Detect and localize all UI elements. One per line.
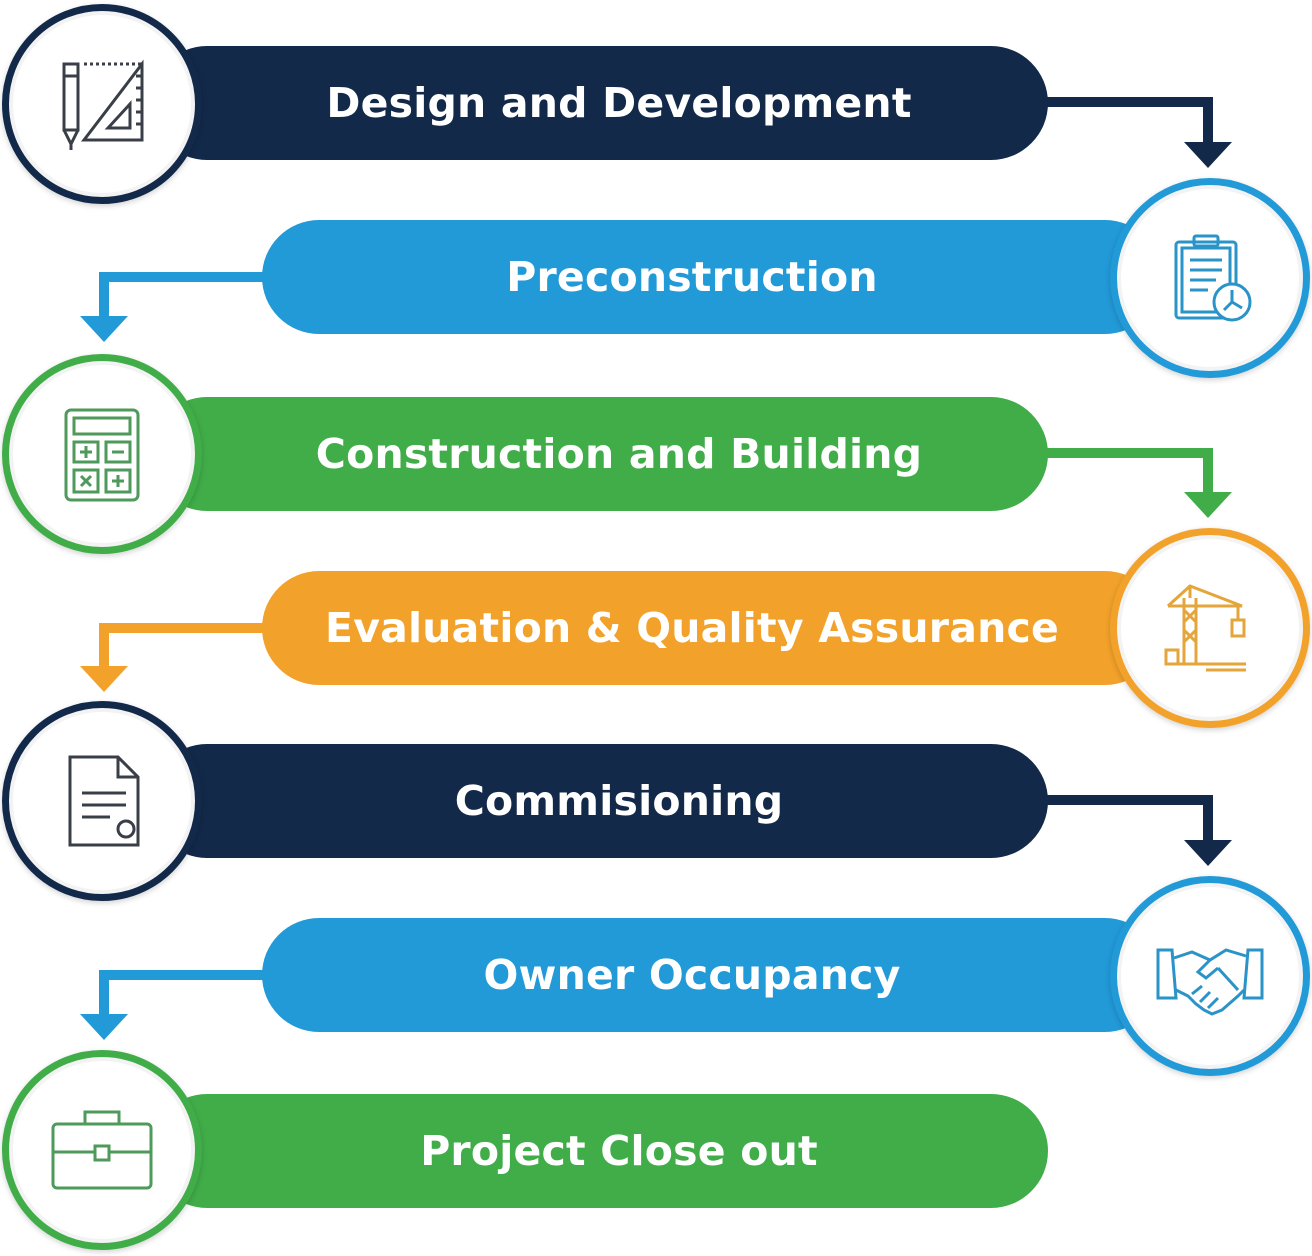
step-bar-commisioning: Commisioning bbox=[150, 744, 1048, 858]
step-circle-design-and-development bbox=[2, 4, 202, 204]
step-circle-preconstruction bbox=[1110, 178, 1310, 378]
step-bar-construction-and-building: Construction and Building bbox=[150, 397, 1048, 511]
step-bar-project-close-out: Project Close out bbox=[150, 1094, 1048, 1208]
step-label: Construction and Building bbox=[315, 430, 923, 478]
step-label: Project Close out bbox=[420, 1127, 818, 1175]
step-circle-evaluation-and-quality-assurance bbox=[1110, 528, 1310, 728]
connector-arrow-6 bbox=[80, 970, 270, 1040]
handshake-icon bbox=[1152, 924, 1268, 1028]
crane-icon bbox=[1158, 576, 1262, 680]
step-circle-commisioning bbox=[2, 701, 202, 901]
connector-arrow-1 bbox=[1040, 97, 1232, 168]
connector-arrow-3 bbox=[1040, 448, 1232, 518]
clipboard-clock-icon bbox=[1158, 226, 1262, 330]
step-label: Design and Development bbox=[326, 79, 912, 127]
briefcase-icon bbox=[47, 1098, 157, 1202]
step-bar-owner-occupancy: Owner Occupancy bbox=[262, 918, 1162, 1032]
step-label: Evaluation & Quality Assurance bbox=[325, 604, 1059, 652]
step-label: Commisioning bbox=[454, 777, 784, 825]
step-circle-owner-occupancy bbox=[1110, 876, 1310, 1076]
step-bar-design-and-development: Design and Development bbox=[150, 46, 1048, 160]
step-bar-evaluation-and-quality-assurance: Evaluation & Quality Assurance bbox=[262, 571, 1162, 685]
step-bar-preconstruction: Preconstruction bbox=[262, 220, 1162, 334]
step-label: Owner Occupancy bbox=[483, 951, 901, 999]
step-label: Preconstruction bbox=[506, 253, 878, 301]
document-icon bbox=[50, 749, 154, 853]
calculator-icon bbox=[50, 402, 154, 506]
connector-arrow-5 bbox=[1040, 795, 1232, 866]
drafting-tools-icon bbox=[50, 52, 154, 156]
step-circle-construction-and-building bbox=[2, 354, 202, 554]
connector-arrow-4 bbox=[80, 623, 270, 692]
connector-arrow-2 bbox=[80, 272, 270, 342]
step-circle-project-close-out bbox=[2, 1050, 202, 1250]
